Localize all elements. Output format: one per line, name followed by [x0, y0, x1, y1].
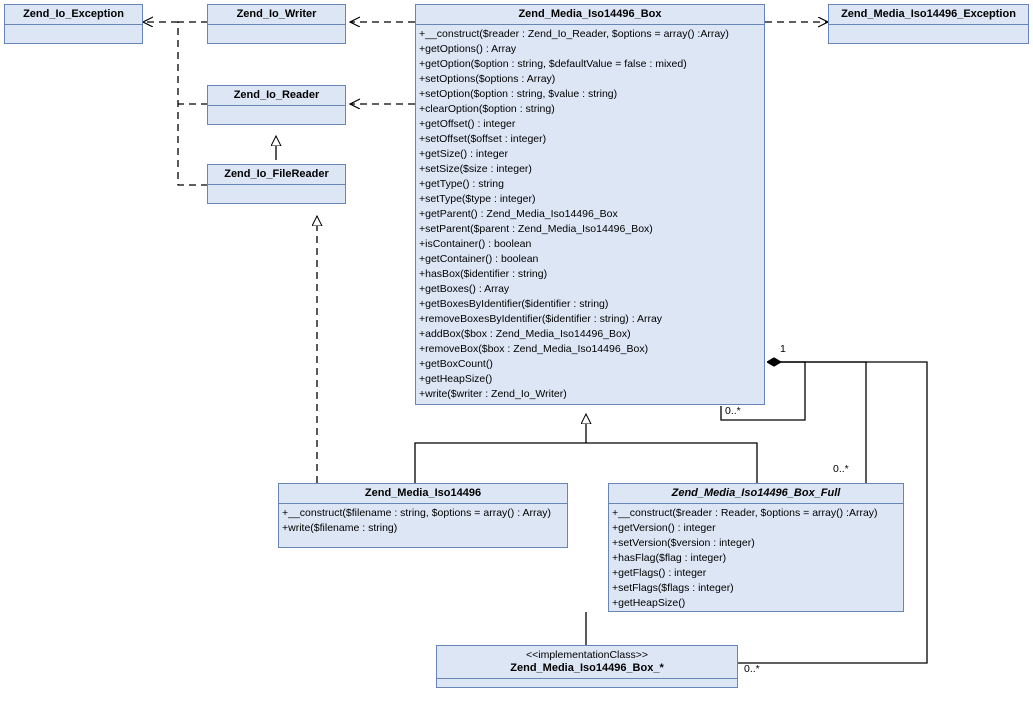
class-member: +getBoxesByIdentifier($identifier : stri… [419, 298, 609, 310]
class-members [208, 25, 345, 47]
class-zend-media-iso14496-box[interactable]: Zend_Media_Iso14496_Box +__construct($re… [415, 4, 765, 405]
class-title: Zend_Io_Exception [5, 5, 142, 25]
edge-subclasses-generalization-box [414, 414, 758, 483]
class-member: +removeBoxesByIdentifier($identifier : s… [419, 313, 663, 325]
class-member: +getHeapSize() [419, 373, 493, 385]
class-member: +getContainer() : boolean [419, 253, 539, 265]
edge-box-composition-boxfull [768, 361, 867, 483]
class-zend-media-iso14496-box-full[interactable]: Zend_Media_Iso14496_Box_Full +__construc… [608, 483, 904, 612]
class-member: +setFlags($flags : integer) [612, 582, 734, 594]
class-member: +setOption($option : string, $value : st… [419, 88, 618, 100]
class-zend-media-iso14496-box-star[interactable]: <<implementationClass>> Zend_Media_Iso14… [436, 645, 738, 688]
class-member: +addBox($box : Zend_Media_Iso14496_Box) [419, 328, 631, 340]
class-member: +write($filename : string) [282, 522, 398, 534]
class-zend-media-iso14496[interactable]: Zend_Media_Iso14496 +__construct($filena… [278, 483, 568, 548]
class-title: Zend_Io_Reader [208, 86, 345, 106]
class-member: +removeBox($box : Zend_Media_Iso14496_Bo… [419, 343, 649, 355]
class-member: +setParent($parent : Zend_Media_Iso14496… [419, 223, 653, 235]
class-member: +getBoxCount() [419, 358, 493, 370]
class-member: +write($writer : Zend_Io_Writer) [419, 388, 567, 400]
class-zend-io-filereader[interactable]: Zend_Io_FileReader [207, 164, 346, 204]
class-member: +getOffset() : integer [419, 118, 516, 130]
class-member: +hasBox($identifier : string) [419, 268, 548, 280]
class-member: +getSize() : integer [419, 148, 509, 160]
class-members [437, 679, 737, 701]
class-member: +setVersion($version : integer) [612, 537, 755, 549]
class-member: +getParent() : Zend_Media_Iso14496_Box [419, 208, 618, 220]
class-member: +__construct($filename : string, $option… [282, 507, 552, 519]
class-member: +setOptions($options : Array) [419, 73, 556, 85]
class-title: Zend_Media_Iso14496 [279, 484, 567, 504]
class-zend-io-exception[interactable]: Zend_Io_Exception [4, 4, 143, 44]
class-member: +hasFlag($flag : integer) [612, 552, 727, 564]
class-members [208, 106, 345, 128]
multiplicity-box-star: 0..* [744, 663, 760, 675]
class-title: Zend_Media_Iso14496_Box_Full [609, 484, 903, 504]
class-member: +__construct($reader : Reader, $options … [612, 507, 878, 519]
class-member: +getOption($option : string, $defaultVal… [419, 58, 687, 70]
class-title: <<implementationClass>> Zend_Media_Iso14… [437, 646, 737, 679]
multiplicity-box-self: 0..* [725, 405, 741, 417]
class-member: +getBoxes() : Array [419, 283, 510, 295]
class-members: +__construct($reader : Reader, $options … [609, 504, 903, 614]
class-title: Zend_Io_Writer [208, 5, 345, 25]
class-member: +getVersion() : integer [612, 522, 716, 534]
class-zend-io-reader[interactable]: Zend_Io_Reader [207, 85, 346, 125]
class-members: +__construct($filename : string, $option… [279, 504, 567, 539]
class-members [829, 25, 1028, 47]
multiplicity-box-full: 0..* [833, 463, 849, 475]
class-member: +clearOption($option : string) [419, 103, 555, 115]
class-member: +getFlags() : integer [612, 567, 707, 579]
multiplicity-one: 1 [780, 343, 786, 355]
class-title: Zend_Media_Iso14496_Box [416, 5, 764, 25]
class-members [5, 25, 142, 47]
class-name: Zend_Media_Iso14496_Box_* [510, 662, 664, 674]
class-members [208, 185, 345, 207]
class-zend-io-writer[interactable]: Zend_Io_Writer [207, 4, 346, 44]
class-member: +setSize($size : integer) [419, 163, 532, 175]
class-stereotype: <<implementationClass>> [526, 649, 648, 661]
edge-io-classes-to-io-exception [143, 22, 208, 186]
class-title: Zend_Io_FileReader [208, 165, 345, 185]
class-member: +setOffset($offset : integer) [419, 133, 547, 145]
class-member: +getType() : string [419, 178, 504, 190]
class-member: +setType($type : integer) [419, 193, 536, 205]
class-member: +getHeapSize() [612, 597, 686, 609]
class-member: +getOptions() : Array [419, 43, 517, 55]
class-members: +__construct($reader : Zend_Io_Reader, $… [416, 25, 764, 405]
class-zend-media-iso14496-exception[interactable]: Zend_Media_Iso14496_Exception [828, 4, 1029, 44]
class-title: Zend_Media_Iso14496_Exception [829, 5, 1028, 25]
class-member: +__construct($reader : Zend_Io_Reader, $… [419, 28, 729, 40]
class-member: +isContainer() : boolean [419, 238, 532, 250]
